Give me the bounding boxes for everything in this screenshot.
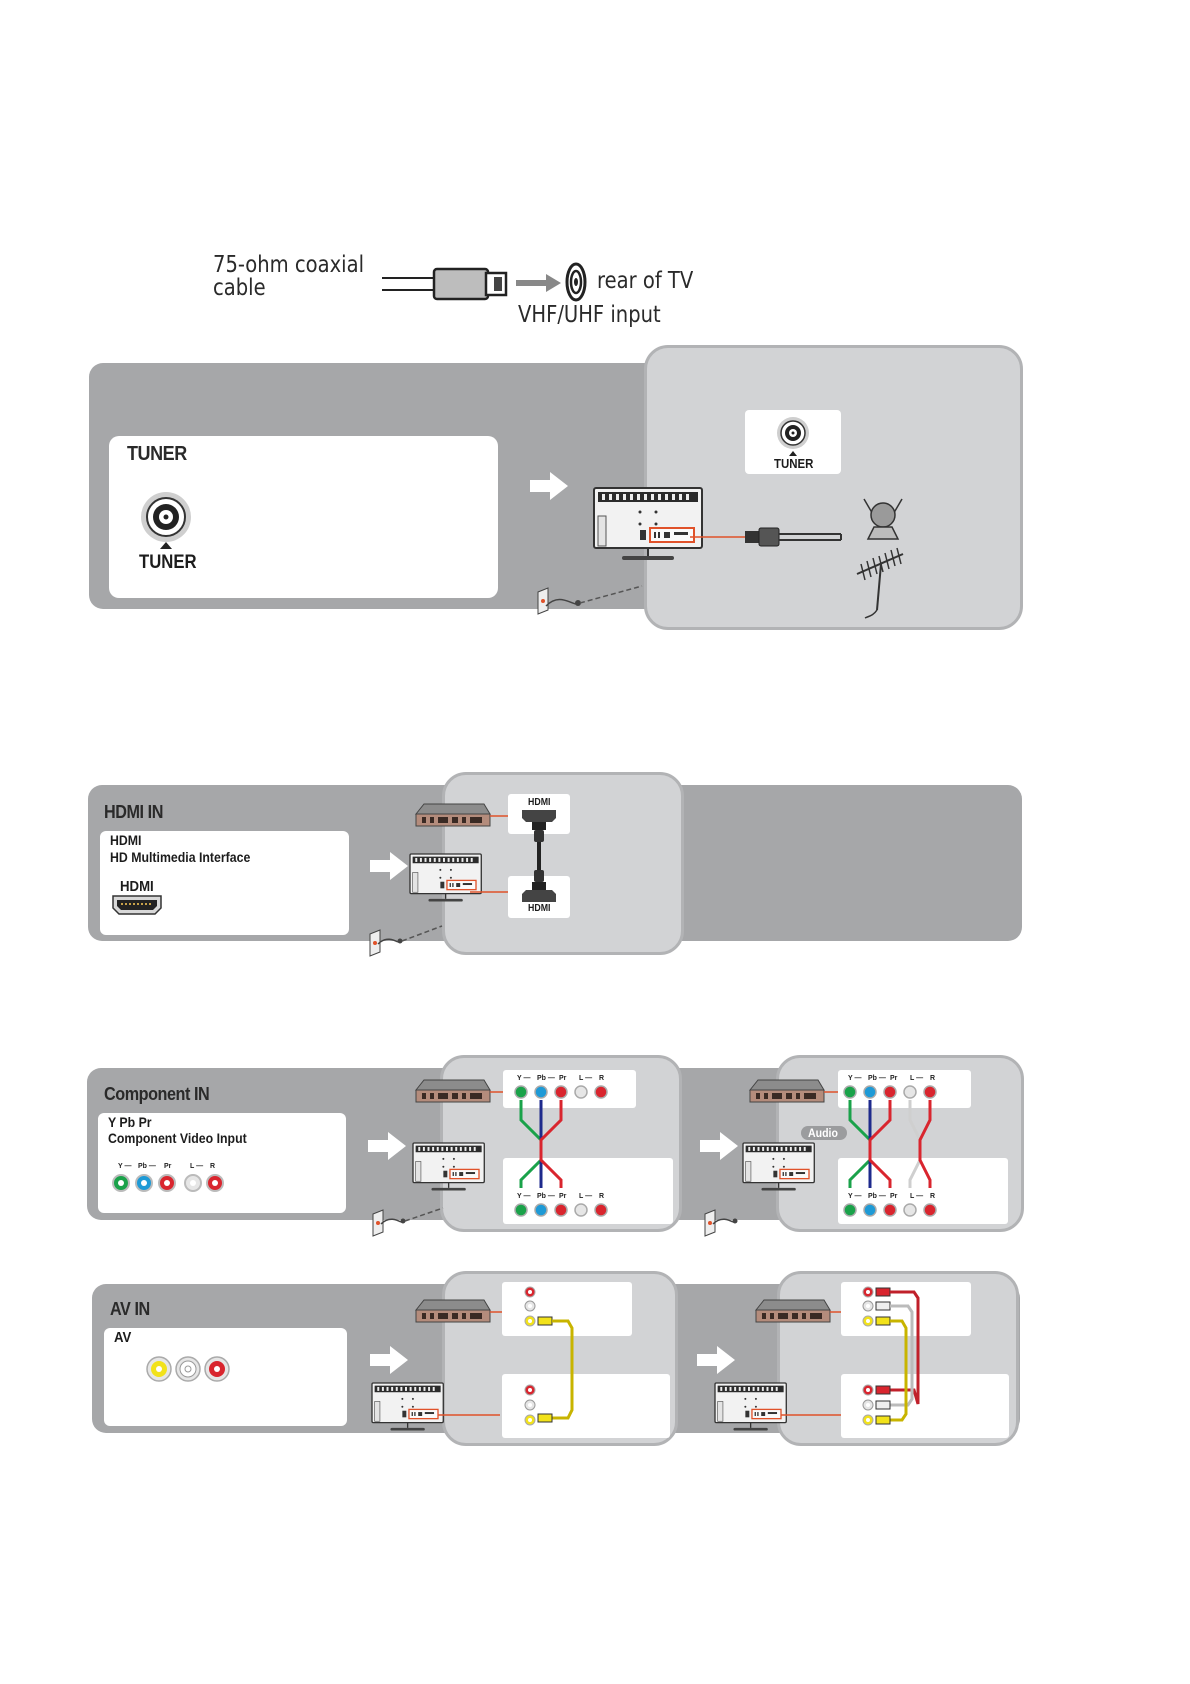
hdmi-desc: HD Multimedia Interface	[110, 849, 250, 865]
svg-text:R: R	[210, 1163, 215, 1170]
roof-antenna-icon	[853, 550, 909, 620]
av-source-box-b	[756, 1300, 846, 1324]
svg-text:Pr: Pr	[890, 1075, 898, 1082]
component-source-box-a	[416, 1080, 506, 1104]
svg-text:L —: L —	[190, 1163, 203, 1170]
tuner-jack-icon	[140, 491, 192, 551]
av-arrow-b	[697, 1346, 737, 1376]
svg-text:Pb —: Pb —	[138, 1163, 156, 1170]
component-cable-b: Y — Pb — Pr L — R Y — Pb — Pr L — R	[838, 1070, 968, 1220]
svg-text:Y —: Y —	[118, 1163, 132, 1170]
hdmi-wall-outlet	[370, 930, 450, 954]
tuner-pointer-line	[690, 535, 750, 539]
rear-of-tv-label: rear of TV	[597, 268, 693, 294]
component-name: Y Pb Pr	[108, 1114, 152, 1130]
av-source-box-a	[416, 1300, 506, 1324]
svg-text:Pr: Pr	[559, 1075, 567, 1082]
component-title: Component IN	[104, 1084, 209, 1105]
tuner-detail-label: TUNER	[774, 456, 813, 471]
tuner-title: TUNER	[127, 443, 187, 466]
component-desc: Component Video Input	[108, 1130, 247, 1146]
component-wall-a	[373, 1210, 448, 1234]
right-arrow-icon	[516, 274, 562, 292]
av-cable-a	[520, 1284, 580, 1434]
coax-legend: 75-ohm coaxial cable rear of TV VHF/UHF …	[70, 250, 1025, 340]
hdmi-tv-rear	[410, 854, 522, 934]
component-arrow-a	[368, 1132, 408, 1162]
dish-antenna-icon	[860, 497, 906, 541]
svg-text:Pb —: Pb —	[868, 1193, 886, 1200]
svg-text:L —: L —	[910, 1075, 923, 1082]
hdmi-port-label: HDMI	[120, 878, 154, 895]
coax-plug-icon	[745, 528, 845, 546]
coax-cable-icon	[382, 268, 512, 302]
av-title: AV IN	[110, 1299, 150, 1320]
svg-text:L —: L —	[579, 1075, 592, 1082]
svg-text:Y —: Y —	[517, 1075, 531, 1082]
av-tv-b	[715, 1383, 845, 1435]
component-tv-a	[413, 1143, 488, 1193]
component-audio-label: Audio	[808, 1126, 838, 1140]
hdmi-name: HDMI	[110, 832, 141, 848]
svg-text:Y —: Y —	[517, 1193, 531, 1200]
component-source-box-b	[750, 1080, 840, 1104]
av-jack-row	[146, 1356, 232, 1384]
hdmi-cable-icon	[520, 810, 560, 902]
hdmi-port-icon	[113, 895, 161, 915]
tuner-tv-rear	[594, 488, 706, 568]
hdmi-bottom-label: HDMI	[528, 903, 550, 914]
svg-text:R: R	[599, 1075, 604, 1082]
coax-cable-label: 75-ohm coaxial cable	[213, 254, 364, 300]
svg-text:Pr: Pr	[164, 1163, 172, 1170]
svg-text:R: R	[930, 1193, 935, 1200]
svg-text:Pb —: Pb —	[537, 1075, 555, 1082]
svg-text:R: R	[599, 1193, 604, 1200]
svg-text:Pr: Pr	[890, 1193, 898, 1200]
svg-text:Pb —: Pb —	[868, 1075, 886, 1082]
component-wall-b	[705, 1210, 780, 1234]
vhf-uhf-input-label: VHF/UHF input	[518, 302, 661, 328]
tuner-detail-jack-icon	[776, 416, 810, 458]
svg-text:L —: L —	[910, 1193, 923, 1200]
component-arrow-b	[700, 1132, 740, 1162]
svg-text:R: R	[930, 1075, 935, 1082]
component-jack-row: Y — Pb — Pr L — R	[110, 1160, 230, 1196]
av-name: AV	[114, 1329, 131, 1346]
hdmi-top-label: HDMI	[528, 797, 550, 808]
svg-text:Pb —: Pb —	[537, 1193, 555, 1200]
svg-text:Y —: Y —	[848, 1193, 862, 1200]
hdmi-title: HDMI IN	[104, 802, 163, 823]
svg-text:Y —: Y —	[848, 1075, 862, 1082]
svg-text:L —: L —	[579, 1193, 592, 1200]
tuner-wall-outlet	[538, 588, 648, 618]
component-cable-a: Y — Pb — Pr L — R Y — Pb — Pr L — R	[503, 1070, 633, 1220]
component-tv-b	[743, 1143, 818, 1193]
av-arrow-a	[370, 1346, 410, 1376]
av-cable-b	[858, 1284, 928, 1434]
svg-text:Pr: Pr	[559, 1193, 567, 1200]
hdmi-arrow	[370, 852, 410, 882]
tuner-arrow	[530, 472, 570, 502]
av-tv-a	[372, 1383, 502, 1435]
tuner-port-label: TUNER	[139, 552, 197, 574]
vhf-uhf-jack-icon	[565, 262, 587, 302]
